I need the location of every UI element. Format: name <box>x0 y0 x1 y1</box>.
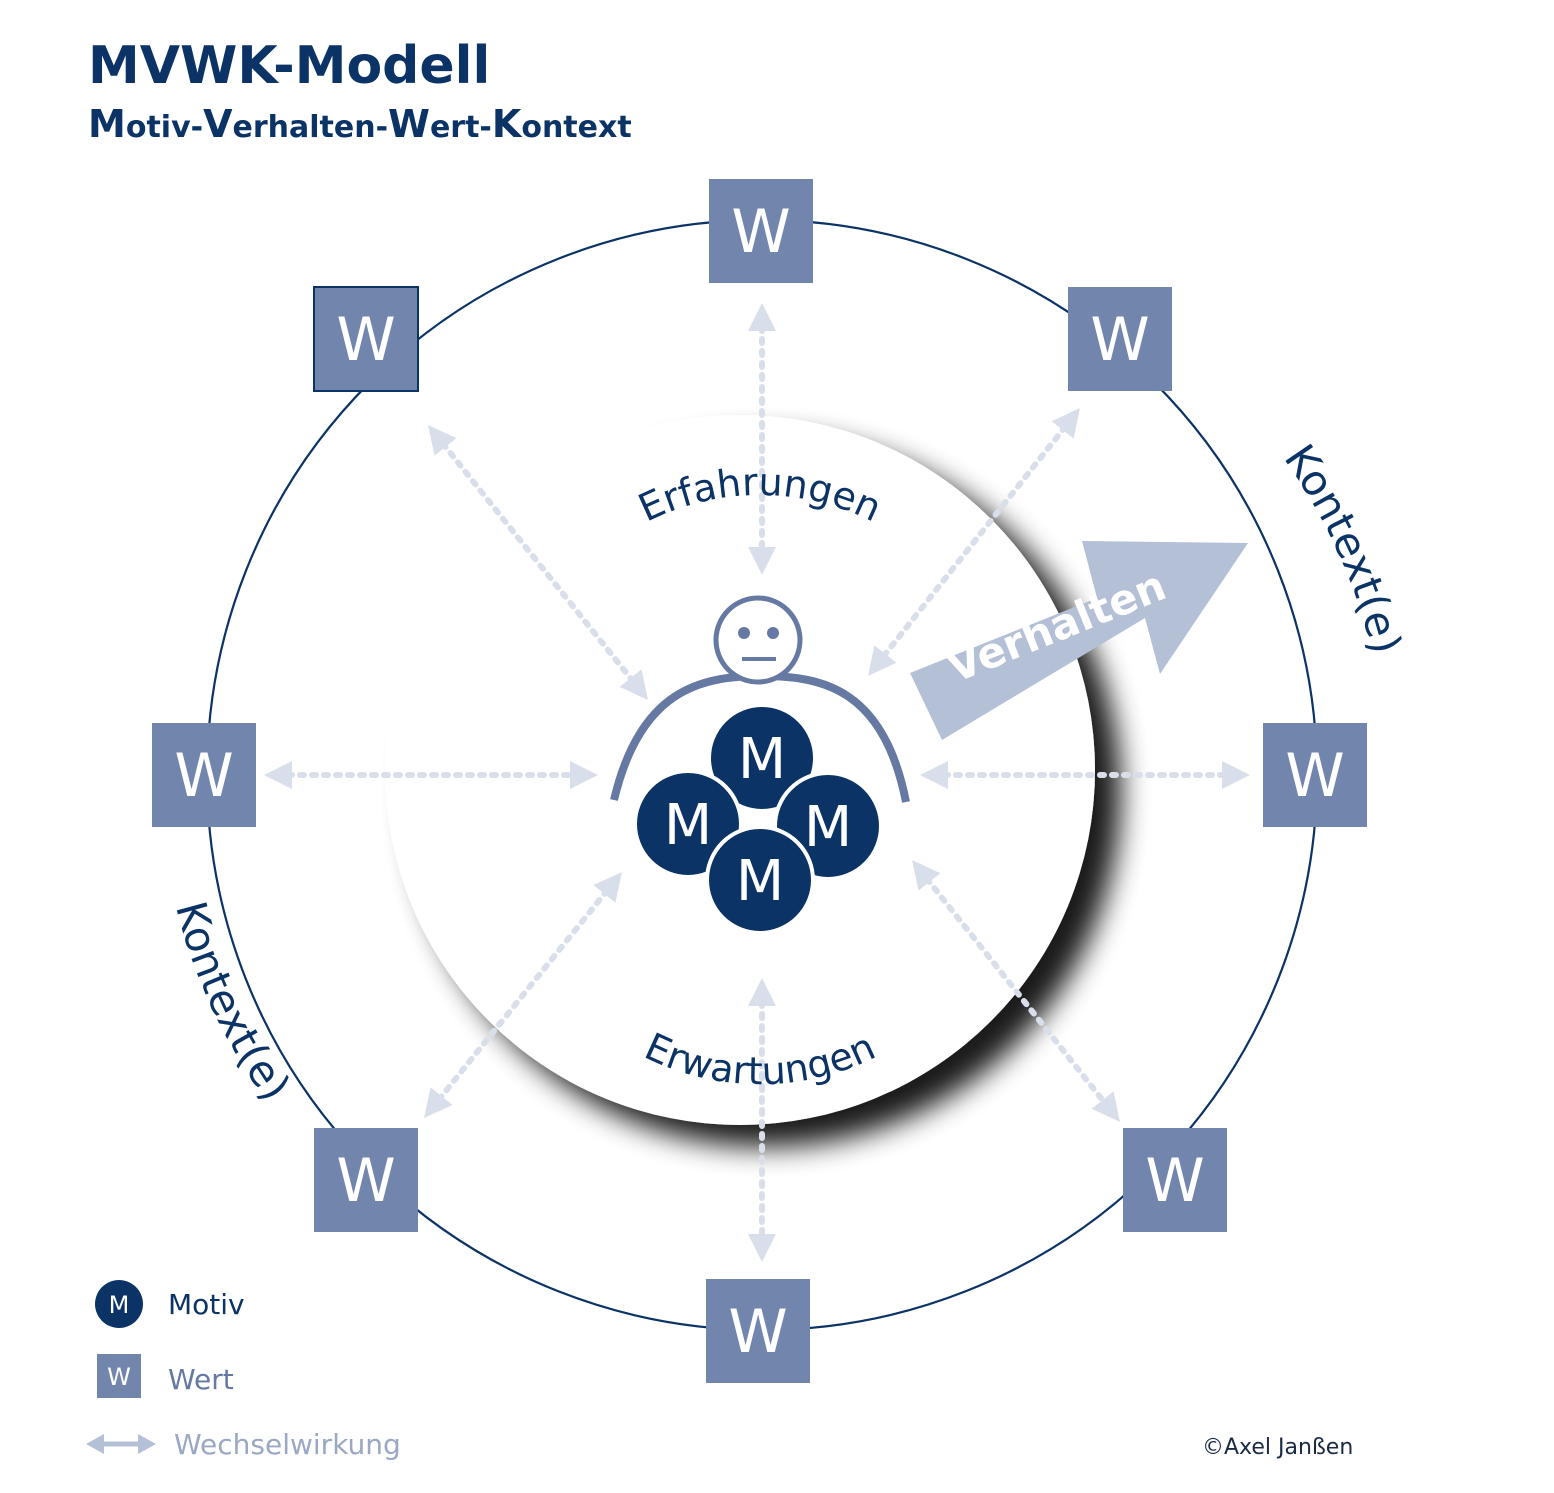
value-label: W <box>336 305 395 375</box>
value-label: W <box>1090 305 1149 375</box>
legend-value-label: Wert <box>168 1363 234 1396</box>
value-label: W <box>1145 1146 1204 1216</box>
legend-interaction-label: Wechselwirkung <box>174 1428 401 1461</box>
interaction-arrow <box>868 408 1080 676</box>
right-eye <box>767 627 779 639</box>
value-label: W <box>731 197 790 267</box>
legend-value-symbol: W <box>107 1363 131 1391</box>
copyright: ©Axel Janßen <box>1202 1435 1353 1460</box>
motive-circle: M <box>707 703 817 813</box>
interaction-arrows <box>264 303 1250 1262</box>
diagram-subtitle: Motiv-Verhalten-Wert-Kontext <box>88 102 632 146</box>
diagram-title: MVWK-Modell <box>88 36 490 96</box>
value-box: W <box>1123 1128 1227 1232</box>
interaction-arrow <box>264 761 598 789</box>
legend: M Motiv W Wert Wechselwirkung <box>86 1280 401 1461</box>
value-label: W <box>1285 741 1344 811</box>
interaction-arrow <box>748 978 776 1262</box>
face-icon <box>713 595 803 685</box>
value-box: W <box>313 286 419 392</box>
legend-value-icon <box>97 1354 141 1398</box>
interaction-arrow <box>920 761 1250 789</box>
legend-motive-label: Motiv <box>168 1288 245 1321</box>
motive-label: M <box>804 795 852 860</box>
value-box: W <box>152 723 256 827</box>
interaction-arrow <box>912 860 1120 1122</box>
value-label: W <box>174 741 233 811</box>
motive-label: M <box>736 849 784 914</box>
value-box: W <box>1263 723 1367 827</box>
interaction-arrow <box>428 425 648 700</box>
motive-circle: M <box>705 825 815 935</box>
legend-motive-symbol: M <box>109 1291 130 1319</box>
value-box: W <box>709 179 813 283</box>
value-boxes: W W W W W W W W <box>152 179 1367 1383</box>
motive-label: M <box>738 727 786 792</box>
person-figure <box>610 595 910 803</box>
legend-interaction-icon <box>86 1434 156 1454</box>
interaction-arrow <box>748 303 776 575</box>
value-box: W <box>314 1128 418 1232</box>
value-box: W <box>706 1279 810 1383</box>
value-box: W <box>1068 287 1172 391</box>
motive-label: M <box>664 793 712 858</box>
left-eye <box>738 627 750 639</box>
context-label-left: Kontext(e) <box>166 896 300 1109</box>
legend-motive-icon <box>95 1280 143 1328</box>
value-label: W <box>336 1146 395 1216</box>
interaction-arrow <box>424 872 622 1118</box>
value-label: W <box>728 1297 787 1367</box>
